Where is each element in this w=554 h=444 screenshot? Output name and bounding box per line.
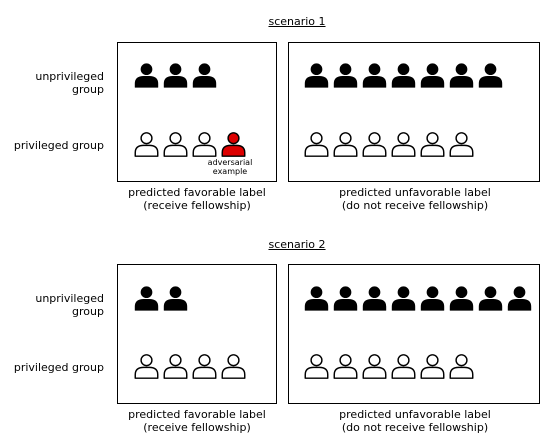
person-filled-icon [449,63,474,88]
person-outline-icon [449,354,474,379]
person-filled-icon [478,63,503,88]
person-filled-icon [391,63,416,88]
person-outline-icon [192,132,217,157]
scenario-1-unfavorable-box [288,42,540,182]
scenario-1-favorable-caption: predicted favorable label (receive fello… [128,186,266,212]
scenario-1-favorable-unprivileged-icons [133,62,218,89]
person-outline-icon [362,132,387,157]
person-outline-icon [391,354,416,379]
person-filled-icon [420,63,445,88]
person-filled-icon [192,63,217,88]
scenario-2-unprivileged-label: unprivileged group [35,292,104,318]
person-filled-icon [420,286,445,311]
scenario-2-privileged-label: privileged group [13,361,104,374]
person-filled-icon [134,286,159,311]
scenario-2-unfavorable-caption: predicted unfavorable label (do not rece… [339,408,491,434]
person-outline-icon [192,354,217,379]
person-filled-icon [507,286,532,311]
person-outline-icon [134,132,159,157]
scenario-1-unfavorable-caption: predicted unfavorable label (do not rece… [339,186,491,212]
scenario-1-favorable-box [117,42,277,182]
person-outline-icon [420,132,445,157]
scenario-2-unfavorable-unprivileged-icons [303,285,533,312]
scenario-2-favorable-privileged-icons [133,353,247,380]
person-outline-icon [333,354,358,379]
person-outline-icon [134,354,159,379]
scenario-1-favorable-privileged-icons [133,131,247,158]
person-outline-icon [221,354,246,379]
person-filled-icon [333,286,358,311]
person-outline-icon [362,354,387,379]
person-outline-icon [391,132,416,157]
person-outline-icon [333,132,358,157]
person-filled-icon [362,63,387,88]
person-outline-icon [449,132,474,157]
scenario-1-privileged-label: privileged group [13,139,104,152]
scenario-2-favorable-box [117,264,277,404]
person-filled-icon [163,63,188,88]
person-outline-icon [163,132,188,157]
scenario-2-favorable-unprivileged-icons [133,285,189,312]
person-filled-icon [478,286,503,311]
person-filled-icon [163,286,188,311]
person-filled-icon [304,286,329,311]
scenario-2-title: scenario 2 [268,238,326,251]
scenario-1-unfavorable-unprivileged-icons [303,62,504,89]
scenario-1-unprivileged-label: unprivileged group [35,70,104,96]
person-filled-icon [362,286,387,311]
person-outline-icon [163,354,188,379]
person-filled-icon [134,63,159,88]
person-filled-icon [449,286,474,311]
person-filled-icon [333,63,358,88]
scenario-1-title: scenario 1 [268,15,326,28]
scenario-2-favorable-caption: predicted favorable label (receive fello… [128,408,266,434]
person-adversarial-icon [221,132,246,157]
person-filled-icon [304,63,329,88]
scenario-1-unfavorable-privileged-icons [303,131,475,158]
scenario-2-unfavorable-privileged-icons [303,353,475,380]
adversarial-example-label: adversarial example [207,158,253,176]
person-outline-icon [420,354,445,379]
person-outline-icon [304,132,329,157]
person-outline-icon [304,354,329,379]
scenario-2-unfavorable-box [288,264,540,404]
person-filled-icon [391,286,416,311]
